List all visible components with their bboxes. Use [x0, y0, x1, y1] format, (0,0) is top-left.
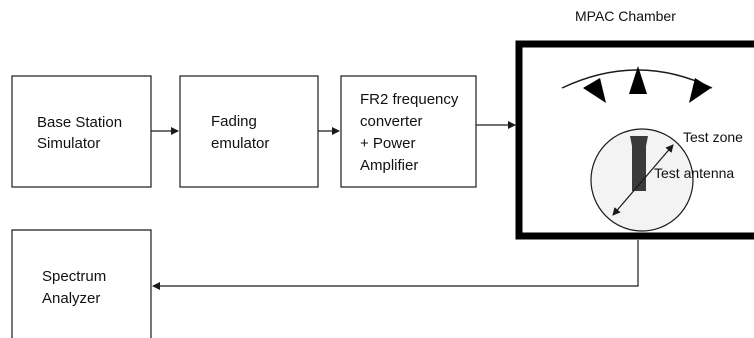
base-station-simulator-box: [11, 75, 152, 188]
test-zone-diameter-arrow: [612, 144, 674, 216]
fr2-converter-block: FR2 frequency converter + Power Amplifie…: [340, 75, 477, 188]
base-station-label-line-1: Base Station: [37, 114, 122, 131]
converter-label-line-3: + Power: [360, 135, 415, 152]
chamber-title: MPAC Chamber: [575, 8, 676, 24]
fading-emulator-block: Fading emulator: [179, 75, 319, 188]
arrow-chamber-to-spectrum: [152, 240, 639, 290]
converter-label-line-1: FR2 frequency: [360, 91, 459, 108]
fading-emulator-box: [179, 75, 319, 188]
test-antenna-icon: [630, 136, 648, 191]
spectrum-label-line-1: Spectrum: [42, 268, 106, 285]
converter-label-line-4: Amplifier: [360, 157, 418, 174]
fading-label-line-2: emulator: [211, 135, 269, 152]
test-antenna-label: Test antenna: [654, 165, 734, 181]
mpac-chamber: Test zone Test antenna: [515, 40, 754, 240]
probe-antenna-left-icon: [583, 78, 606, 103]
test-zone-label: Test zone: [683, 129, 743, 145]
probe-antenna-right-icon: [689, 78, 711, 103]
fading-label-line-1: Fading: [211, 113, 257, 130]
spectrum-analyzer-block: Spectrum Analyzer: [11, 229, 152, 338]
spectrum-analyzer-box: [11, 229, 152, 338]
converter-label-line-2: converter: [360, 113, 423, 130]
spectrum-label-line-2: Analyzer: [42, 290, 100, 307]
fr2-converter-box: [340, 75, 477, 188]
chamber-wall: [515, 40, 754, 240]
base-station-label-line-2: Simulator: [37, 135, 100, 152]
base-station-simulator-block: Base Station Simulator: [11, 75, 152, 188]
probe-antenna-center-icon: [629, 66, 647, 94]
